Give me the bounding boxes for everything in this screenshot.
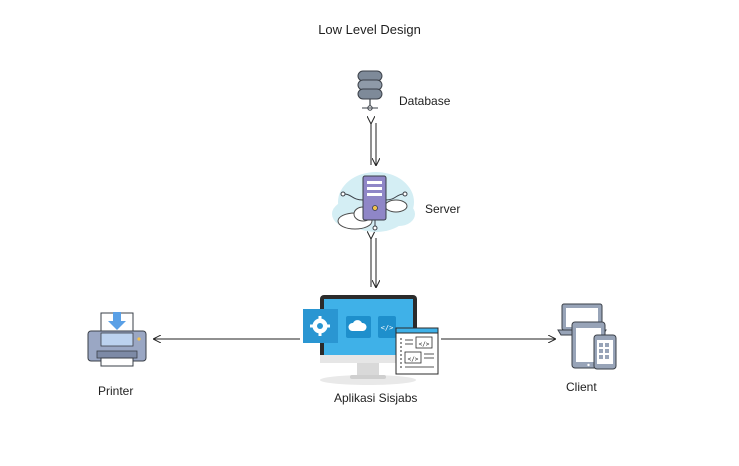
app-label: Aplikasi Sisjabs xyxy=(334,391,418,405)
devices-icon xyxy=(557,303,617,370)
svg-text:</>: </> xyxy=(381,324,394,332)
diagram-title: Low Level Design xyxy=(318,22,421,37)
edge-server-app xyxy=(371,238,376,287)
database-label: Database xyxy=(399,94,451,108)
edge-database-server xyxy=(371,123,376,165)
server-label: Server xyxy=(425,202,461,216)
cloud-server-icon xyxy=(332,172,415,232)
svg-text:</>: </> xyxy=(419,341,430,348)
client-label: Client xyxy=(566,380,597,394)
printer-label: Printer xyxy=(98,384,134,398)
database-icon xyxy=(357,70,383,111)
printer-icon xyxy=(87,312,147,367)
desktop-app-icon: </> </> </> xyxy=(303,295,439,385)
svg-text:</>: </> xyxy=(408,356,419,363)
